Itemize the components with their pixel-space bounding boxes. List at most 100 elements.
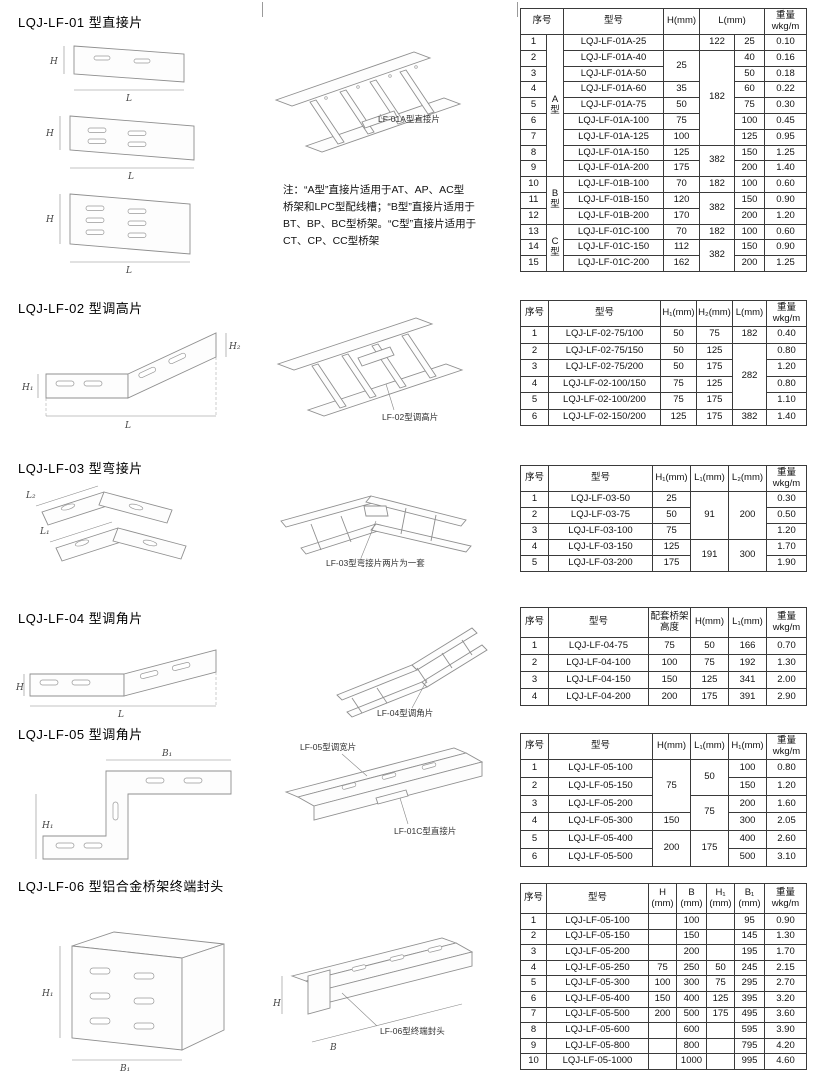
table-cell: 2.70 — [764, 975, 807, 992]
table-cell: 400 — [728, 830, 767, 849]
table-cell: 60 — [734, 81, 766, 99]
table-cell: 0.30 — [766, 491, 807, 508]
table-cell — [663, 34, 701, 51]
table-cell: 4 — [520, 81, 547, 99]
table-cell: 391 — [728, 688, 767, 706]
table-cell: 50 — [660, 326, 697, 344]
table-cell: 150 — [676, 928, 707, 946]
dimension-label: H — [45, 215, 54, 225]
table-cell: 150 — [728, 776, 767, 796]
table-cell: 4 — [520, 688, 549, 706]
table-cell: 1.20 — [766, 523, 807, 540]
table-cell: 12 — [520, 207, 547, 225]
column-header: 序号 — [520, 733, 549, 760]
callout-label: LF-06型终端封头 — [380, 1026, 445, 1036]
table-cell: 5 — [520, 97, 547, 114]
table-cell: 1.30 — [764, 928, 807, 946]
table-cell: 382 — [699, 144, 736, 178]
lf04-orthographic-drawing: H L — [15, 649, 217, 720]
table-cell: 500 — [728, 847, 767, 867]
table-cell: 300 — [676, 975, 707, 992]
column-header: 重量 wkg/m — [766, 465, 807, 492]
table-cell: 2.60 — [766, 830, 807, 849]
table-cell: 35 — [663, 81, 701, 99]
table-cell: 600 — [676, 1022, 707, 1039]
table-cell — [648, 928, 677, 946]
table-cell: 200 — [728, 491, 767, 540]
table-cell: LQJ-LF-02-100/150 — [548, 375, 661, 393]
table-cell: LQJ-LF-05-500 — [546, 1006, 649, 1024]
table-cell: 0.80 — [766, 375, 807, 393]
lf03-orthographic-drawing: L₂ L₁ — [25, 485, 187, 562]
table-cell: 4 — [520, 959, 547, 977]
table-cell: 200 — [676, 944, 707, 961]
column-header: 型号 — [546, 883, 649, 914]
table-cell: 2.00 — [766, 671, 807, 689]
dimension-label: H₂ — [228, 342, 241, 352]
table-cell: LQJ-LF-05-150 — [548, 776, 653, 796]
table-cell: LQJ-LF-05-400 — [546, 990, 649, 1008]
column-divider-mark — [517, 2, 518, 17]
column-header: B (mm) — [676, 883, 707, 914]
table-cell: LQJ-LF-05-800 — [546, 1037, 649, 1055]
table-cell: 0.16 — [764, 49, 808, 67]
table-cell: 75 — [652, 523, 691, 540]
table-cell: LQJ-LF-02-75/100 — [548, 326, 661, 344]
table-cell: 300 — [728, 539, 767, 572]
table-cell: 6 — [520, 112, 547, 130]
table-cell: LQJ-LF-01A-60 — [563, 81, 665, 99]
table-cell: 4 — [520, 375, 549, 393]
table-cell: 200 — [648, 688, 691, 706]
table-cell: 1 — [520, 759, 549, 778]
table-cell: 175 — [696, 392, 733, 410]
dimension-label: L₂ — [25, 491, 36, 501]
dimension-label: L — [124, 421, 131, 431]
table-cell: 122 — [699, 34, 736, 51]
table-cell: 75 — [660, 375, 697, 393]
table-cell: 40 — [734, 49, 766, 67]
table-cell: LQJ-LF-01A-100 — [563, 112, 665, 130]
table-cell: 75 — [690, 654, 729, 672]
table-cell — [706, 1022, 735, 1039]
lf03-isometric-drawing: LF-03型弯接片两片为一套 — [280, 495, 472, 568]
table-cell: 120 — [663, 191, 701, 209]
table-cell: 382 — [699, 191, 736, 225]
table-cell: LQJ-LF-01A-75 — [563, 97, 665, 114]
dimension-label: L — [117, 710, 124, 720]
section-title-lf02: LQJ-LF-02 型调高片 — [18, 301, 143, 316]
dimension-label: H₁ — [41, 821, 53, 831]
table-cell: LQJ-LF-05-200 — [546, 944, 649, 961]
table-cell: LQJ-LF-01A-40 — [563, 49, 665, 67]
table-cell: 50 — [663, 97, 701, 114]
table-cell: LQJ-LF-05-250 — [546, 959, 649, 977]
table-cell: 15 — [520, 255, 547, 272]
table-cell: LQJ-LF-05-100 — [548, 759, 653, 778]
table-cell: 1.25 — [764, 144, 808, 162]
table-cell: 182 — [699, 223, 736, 241]
table-cell: LQJ-LF-05-300 — [548, 812, 653, 832]
table-cell: 995 — [734, 1053, 765, 1070]
table-cell: 0.80 — [766, 342, 807, 360]
table-cell: 245 — [734, 959, 765, 977]
note-line: CT、CP、CC型桥架 — [283, 235, 380, 247]
table-cell: LQJ-LF-05-100 — [546, 913, 649, 930]
table-cell: 1 — [520, 491, 549, 508]
column-header: 型号 — [548, 607, 649, 638]
